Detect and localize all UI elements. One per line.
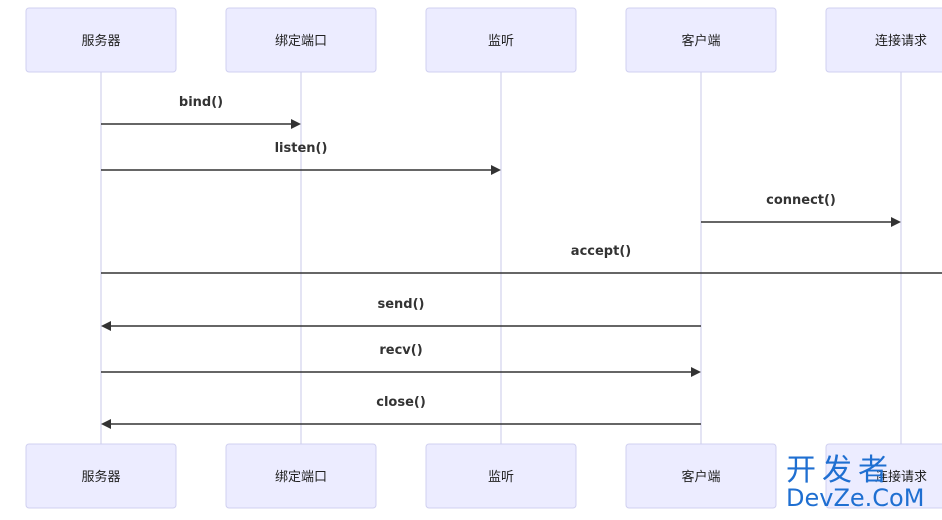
message-2: connect() <box>701 193 901 227</box>
participant-box <box>25 7 177 73</box>
participant-box <box>625 7 777 73</box>
watermark: 开发者 DevZe.CoM <box>786 453 924 512</box>
message-arrowhead <box>291 119 301 129</box>
participant-label: 监听 <box>488 34 514 49</box>
participant-bind_port-bottom: 绑定端口 <box>225 443 377 509</box>
message-label: connect() <box>766 193 836 208</box>
message-4: send() <box>101 297 701 331</box>
message-label: accept() <box>571 244 631 259</box>
message-0: bind() <box>101 95 301 129</box>
participant-label: 绑定端口 <box>275 34 327 49</box>
participant-listen-top: 监听 <box>425 7 577 73</box>
participant-conn_req-bottom: 连接请求 <box>825 443 942 509</box>
participant-label: 客户端 <box>681 469 720 485</box>
message-label: recv() <box>379 343 422 358</box>
lifelines-group <box>100 72 902 444</box>
participant-box <box>825 443 942 509</box>
message-arrowhead <box>101 321 111 331</box>
participant-box <box>25 443 177 509</box>
participant-label: 监听 <box>488 470 514 485</box>
message-6: close() <box>101 395 701 429</box>
participant-client-bottom: 客户端 <box>625 443 777 509</box>
participant-client-top: 客户端 <box>625 7 777 73</box>
participant-label: 绑定端口 <box>275 470 327 485</box>
participant-box <box>825 7 942 73</box>
message-1: listen() <box>101 141 501 175</box>
participant-box <box>425 7 577 73</box>
watermark-cn: 开发者 <box>786 453 894 488</box>
watermark-en: DevZe.CoM <box>786 484 924 512</box>
participant-server-top: 服务器 <box>25 7 177 73</box>
participants-bottom: 服务器 绑定端口 监听 客户端 连接请求 <box>25 443 942 509</box>
participant-box <box>425 443 577 509</box>
participant-server-bottom: 服务器 <box>25 443 177 509</box>
participant-label: 连接请求 <box>875 33 927 49</box>
message-arrowhead <box>891 217 901 227</box>
message-label: send() <box>378 297 425 312</box>
participants-top: 服务器 绑定端口 监听 客户端 连接请求 <box>25 7 942 73</box>
message-arrowhead <box>691 367 701 377</box>
participant-box <box>225 7 377 73</box>
participant-box <box>625 443 777 509</box>
participant-label: 客户端 <box>681 33 720 49</box>
participant-label: 服务器 <box>81 33 120 49</box>
message-label: bind() <box>179 95 223 110</box>
message-3: accept() <box>101 244 942 274</box>
messages-group: bind() listen() connect() accept() send() rec… <box>101 95 942 429</box>
participant-listen-bottom: 监听 <box>425 443 577 509</box>
message-label: listen() <box>275 141 328 156</box>
participant-label: 连接请求 <box>875 469 927 485</box>
participant-bind_port-top: 绑定端口 <box>225 7 377 73</box>
message-arrowhead <box>101 419 111 429</box>
participant-label: 服务器 <box>81 469 120 485</box>
message-arrowhead <box>491 165 501 175</box>
message-label: close() <box>376 395 426 410</box>
message-5: recv() <box>101 343 701 377</box>
participant-box <box>225 443 377 509</box>
participant-conn_req-top: 连接请求 <box>825 7 942 73</box>
